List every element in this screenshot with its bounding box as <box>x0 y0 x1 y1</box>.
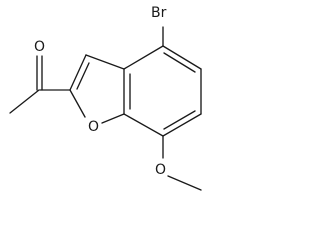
bond-lines <box>9 26 202 191</box>
atom-labels: Br O O O <box>34 5 167 178</box>
bond-methyl-carbonyl <box>9 89 40 114</box>
bond-c4-c5 <box>162 45 202 70</box>
bond-c6-c7-inner <box>163 110 196 130</box>
bond-o1-c7a <box>101 113 125 124</box>
ring-oxygen-label: O <box>88 119 99 135</box>
bond-c2-c3-inner <box>76 62 90 90</box>
bond-c6-c7 <box>162 113 202 137</box>
bond-o-methyl <box>167 175 202 191</box>
bond-c2-c3 <box>69 54 87 91</box>
bond-c3-c3a <box>85 54 125 70</box>
bromine-label: Br <box>151 5 167 21</box>
carbonyl-oxygen-label: O <box>34 39 45 55</box>
bond-c2-o1 <box>69 89 86 118</box>
bond-c4-c5-inner <box>163 52 196 73</box>
bond-c3a-c4 <box>123 45 164 70</box>
bond-c7-c7a <box>123 113 164 137</box>
methoxy-oxygen-label: O <box>155 162 166 178</box>
chemical-structure: Br O O O <box>9 5 202 191</box>
